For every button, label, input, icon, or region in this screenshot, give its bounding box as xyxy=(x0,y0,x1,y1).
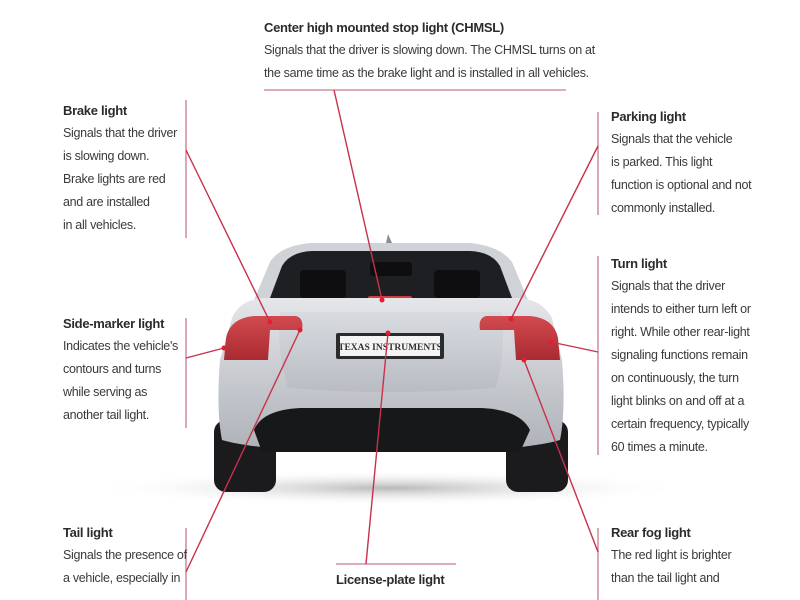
callout-text: Signals that the vehicle xyxy=(611,132,733,146)
callout-title: Parking light xyxy=(611,109,686,124)
callout-text: Signals the presence of xyxy=(63,548,187,562)
callout-text: Signals that the driver is slowing down.… xyxy=(264,43,595,57)
leader-lines xyxy=(185,89,599,573)
callout-text: Signals that the driver xyxy=(63,126,177,140)
seat-right xyxy=(434,270,480,298)
callout-text: and are installed xyxy=(63,195,150,209)
license-plate-text: TEXAS INSTRUMENTS xyxy=(338,343,442,353)
callout-title: Tail light xyxy=(63,525,113,540)
callout-side-marker-light: Side-marker light Indicates the vehicle'… xyxy=(63,312,178,427)
callout-text: commonly installed. xyxy=(611,201,716,215)
callout-text: in all vehicles. xyxy=(63,218,137,232)
seat-left xyxy=(300,270,346,298)
callout-text: Signals that the driver xyxy=(611,279,725,293)
callout-title: Rear fog light xyxy=(611,525,691,540)
callout-text: is slowing down. xyxy=(63,149,150,163)
callout-text: Brake lights are red xyxy=(63,172,166,186)
callout-tail-light: Tail light Signals the presence of a veh… xyxy=(63,521,187,590)
callout-text: intends to either turn left or xyxy=(611,302,751,316)
callout-text: certain frequency, typically xyxy=(611,417,749,431)
callout-text: another tail light. xyxy=(63,408,150,422)
callout-turn-light: Turn light Signals that the driver inten… xyxy=(611,252,751,459)
callout-title: Center high mounted stop light (CHMSL) xyxy=(264,20,504,35)
ground-shadow xyxy=(90,470,690,506)
bracket-lines xyxy=(185,89,599,600)
callout-text: signaling functions remain xyxy=(611,348,748,362)
callout-text: Indicates the vehicle's xyxy=(63,339,178,353)
callout-title: Turn light xyxy=(611,256,667,271)
callout-parking-light: Parking light Signals that the vehicle i… xyxy=(611,105,752,220)
callout-text: is parked. This light xyxy=(611,155,713,169)
callout-brake-light: Brake light Signals that the driver is s… xyxy=(63,99,177,237)
callout-rear-fog-light: Rear fog light The red light is brighter… xyxy=(611,521,732,590)
callout-text: light blinks on and off at a xyxy=(611,394,745,408)
mirror xyxy=(370,262,412,276)
callout-chmsl: Center high mounted stop light (CHMSL) S… xyxy=(264,16,595,85)
callout-text: while serving as xyxy=(63,385,148,399)
callout-title: Brake light xyxy=(63,103,127,118)
left-tail-light xyxy=(224,316,303,360)
callout-text: function is optional and not xyxy=(611,178,752,192)
callout-text: a vehicle, especially in xyxy=(63,571,181,585)
callout-title: License-plate light xyxy=(336,572,445,587)
callout-text: right. While other rear-light xyxy=(611,325,750,339)
callout-text: contours and turns xyxy=(63,362,162,376)
rear-diffuser xyxy=(254,408,530,452)
callout-text: than the tail light and xyxy=(611,571,720,585)
license-plate xyxy=(340,336,440,356)
antenna xyxy=(386,234,392,243)
callout-text: The red light is brighter xyxy=(611,548,732,562)
leader-endpoints xyxy=(221,297,554,363)
callout-text: on continuously, the turn xyxy=(611,371,739,385)
callout-text: the same time as the brake light and is … xyxy=(264,66,589,80)
right-tail-light xyxy=(479,316,560,360)
callout-text: 60 times a minute. xyxy=(611,440,708,454)
callout-license-plate-light: License-plate light xyxy=(336,568,445,591)
callout-title: Side-marker light xyxy=(63,316,165,331)
